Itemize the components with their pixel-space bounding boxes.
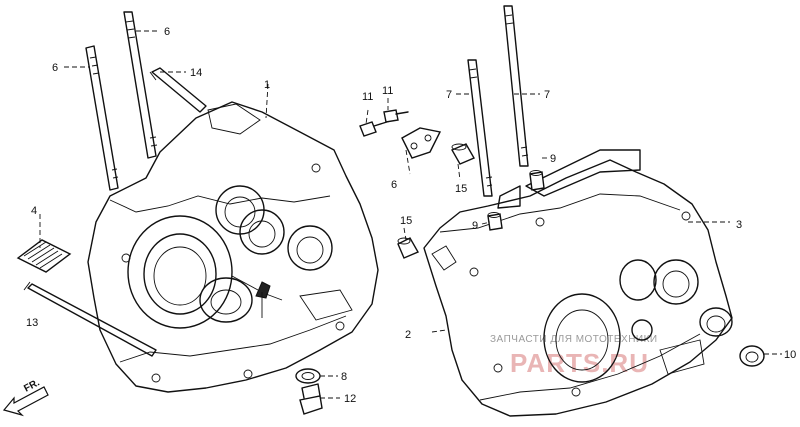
collar-15-upper — [451, 143, 475, 165]
bolt-11-left — [359, 120, 391, 137]
bolt-11-right — [383, 109, 409, 123]
watermark-brand: PARTS.RU — [510, 348, 649, 378]
callout-14: 14 — [190, 67, 202, 79]
collar-15-lower — [397, 237, 419, 259]
callout-labels: 1 2 3 4 6 6 6 7 7 8 9 9 10 11 11 12 13 1… — [26, 26, 796, 405]
callout-11-right: 11 — [382, 85, 393, 97]
watermark-tagline: ЗАПЧАСТИ ДЛЯ МОТОТЕХНИКИ — [490, 334, 658, 345]
callout-4: 4 — [31, 205, 37, 217]
stud-bolt-7-left — [467, 59, 493, 197]
stud-bolt-6-top — [123, 11, 158, 159]
oil-strainer-screen-4 — [16, 239, 72, 273]
callout-11-left: 11 — [362, 91, 373, 103]
callout-15-upper: 15 — [455, 183, 467, 195]
callout-7-left: 7 — [446, 89, 452, 101]
sealing-washer-8 — [295, 368, 321, 384]
stud-bolt-7-right — [503, 5, 529, 167]
callout-12: 12 — [344, 393, 356, 405]
callout-15-lower: 15 — [400, 215, 412, 227]
callout-2: 2 — [405, 329, 411, 341]
callout-7-right: 7 — [544, 89, 550, 101]
stud-bolt-6-left — [85, 45, 119, 191]
callout-6-top: 6 — [164, 26, 170, 38]
callout-6-bracket: 6 — [391, 179, 397, 191]
front-direction-arrow-icon: FR. — [2, 377, 49, 417]
drain-bolt-12 — [299, 383, 323, 415]
callout-10: 10 — [784, 349, 796, 361]
dowel-pin-9-lower — [487, 212, 503, 231]
callout-8: 8 — [341, 371, 347, 383]
callout-9-lower: 9 — [472, 220, 478, 232]
callout-3: 3 — [736, 219, 742, 231]
callout-9-upper: 9 — [550, 153, 556, 165]
callout-6-left: 6 — [52, 62, 58, 74]
leader-lines — [39, 30, 782, 399]
right-crankcase — [423, 149, 733, 417]
bracket-plate-6 — [401, 127, 442, 159]
left-crankcase — [87, 101, 379, 393]
callout-1: 1 — [264, 79, 270, 91]
dowel-pin-9-upper — [529, 170, 545, 191]
callout-13: 13 — [26, 317, 38, 329]
watermark: ЗАПЧАСТИ ДЛЯ МОТОТЕХНИКИ PARTS.RU — [490, 334, 658, 378]
oil-seal-10 — [739, 345, 765, 367]
bolt-13 — [23, 281, 157, 357]
bolt-14 — [149, 67, 207, 113]
